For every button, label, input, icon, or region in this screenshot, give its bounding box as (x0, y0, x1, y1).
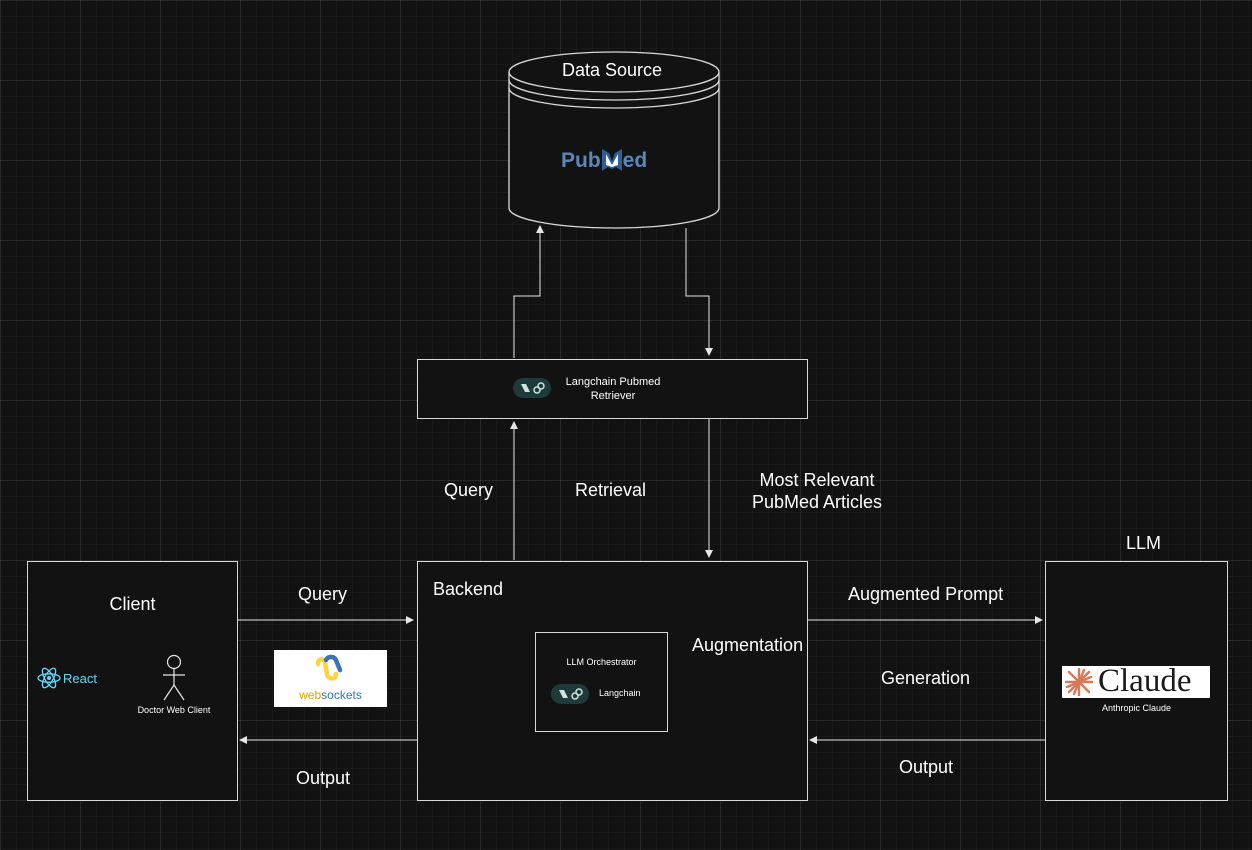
label-augmentation: Augmentation (692, 635, 804, 655)
pubmed-logo-text-left: Pub (561, 149, 601, 172)
websockets-logo: websockets (274, 650, 387, 707)
arrow-retriever-to-datasource (513, 225, 544, 358)
claude-caption: Anthropic Claude (1101, 703, 1172, 713)
react-label: React (63, 670, 97, 686)
backend-box: Backend (417, 561, 808, 801)
pubmed-m-icon (601, 149, 622, 171)
websockets-text-sockets: sockets (321, 688, 362, 702)
client-box: Client React Doctor Web Client (27, 561, 238, 801)
label-most-relevant-line2: PubMed Articles (751, 492, 883, 512)
websockets-icon (315, 654, 343, 681)
pubmed-logo-text-right: ed (622, 149, 648, 172)
label-output-from-llm: Output (899, 757, 954, 777)
claude-logo: Claude (1062, 663, 1210, 699)
label-augmented-prompt: Augmented Prompt (848, 584, 1004, 604)
data-source-title: Data Source (561, 60, 663, 80)
label-most-relevant-line1: Most Relevant (759, 470, 875, 490)
client-title: Client (109, 594, 156, 614)
label-most-relevant: Most Relevant PubMed Articles (742, 469, 892, 513)
react-logo: React (37, 667, 117, 689)
label-output-to-client: Output (296, 768, 351, 788)
label-retrieval: Retrieval (575, 480, 647, 500)
llm-box: Claude Anthropic Claude (1045, 561, 1228, 801)
retriever-label-line2: Retriever (590, 390, 636, 402)
langchain-icon (551, 684, 589, 704)
claude-starburst-icon (1064, 668, 1094, 696)
websockets-text-web: web (299, 688, 322, 702)
label-query-from-client: Query (298, 584, 348, 604)
llm-orchestrator-box: LLM Orchestrator Langchain (535, 632, 668, 732)
label-query-to-retriever: Query (444, 480, 494, 500)
retriever-label-line1: Langchain Pubmed (565, 376, 661, 388)
langchain-retriever-box: Langchain Pubmed Retriever (417, 359, 808, 419)
actor-label: Doctor Web Client (137, 705, 211, 715)
data-source-cylinder (508, 51, 720, 229)
claude-logo-text: Claude (1098, 663, 1192, 699)
arrow-datasource-to-retriever (685, 228, 713, 356)
orchestrator-langchain-label: Langchain (599, 688, 641, 698)
actor-icon (163, 654, 185, 701)
langchain-icon (513, 378, 551, 398)
backend-title: Backend (433, 579, 504, 599)
label-generation: Generation (881, 668, 971, 688)
websockets-text: websockets (274, 688, 387, 702)
react-icon (37, 667, 61, 689)
llm-title: LLM (1126, 533, 1162, 553)
orchestrator-title: LLM Orchestrator (566, 657, 637, 667)
